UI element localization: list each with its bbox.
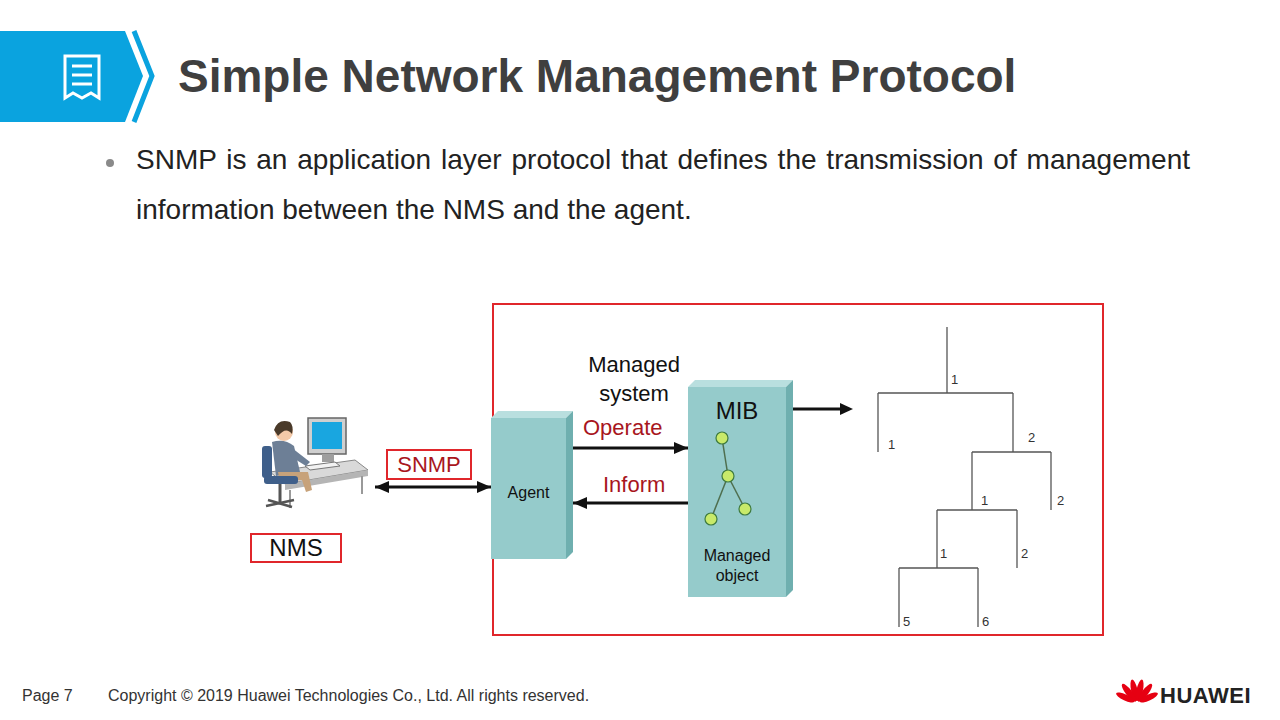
agent-name: Agent	[491, 483, 566, 503]
tree-number: 1	[981, 493, 988, 509]
title-banner	[0, 0, 170, 140]
nms-name: NMS	[250, 533, 342, 563]
edge-label: Operate	[583, 414, 663, 442]
edge-label: Inform	[603, 471, 665, 499]
mib-name: MIB	[688, 397, 786, 425]
agent-box: Agent	[491, 411, 573, 559]
tree-number: 2	[1028, 430, 1035, 446]
arrow-connector	[375, 486, 491, 489]
banner-chevron	[134, 31, 152, 122]
slide-title: Simple Network Management Protocol	[178, 48, 1016, 104]
bullet-dot	[100, 150, 120, 170]
nms-station: NMS	[250, 410, 375, 565]
tree-number: 2	[1021, 546, 1028, 562]
document-icon	[65, 56, 99, 98]
bullet-text: SNMP is an application layer protocol th…	[136, 135, 1190, 235]
copyright-note: Copyright © 2019 Huawei Technologies Co.…	[108, 687, 589, 705]
arrow-connector	[573, 502, 688, 505]
mib-box: MIB Managed object	[688, 380, 793, 597]
banner-block	[0, 31, 143, 122]
edge-label: SNMP	[386, 449, 472, 480]
huawei-logo	[1112, 676, 1162, 712]
brand-name: HUAWEI	[1160, 683, 1251, 709]
tree-number: 1	[951, 372, 958, 388]
managed-object-tree	[698, 426, 768, 526]
tree-number: 1	[888, 437, 895, 453]
tree-number: 1	[940, 546, 947, 562]
tree-number: 2	[1057, 493, 1064, 509]
managed-system-name: Managed system	[574, 350, 694, 408]
tree-number: 6	[982, 614, 989, 630]
managed-system-frame: Managed systemAgent MIB Managed object	[492, 303, 1104, 636]
arrow-connector	[573, 447, 688, 450]
tree-number: 5	[903, 614, 910, 630]
managed-object-name: Managed object	[688, 546, 786, 586]
page-number: Page 7	[22, 687, 73, 705]
